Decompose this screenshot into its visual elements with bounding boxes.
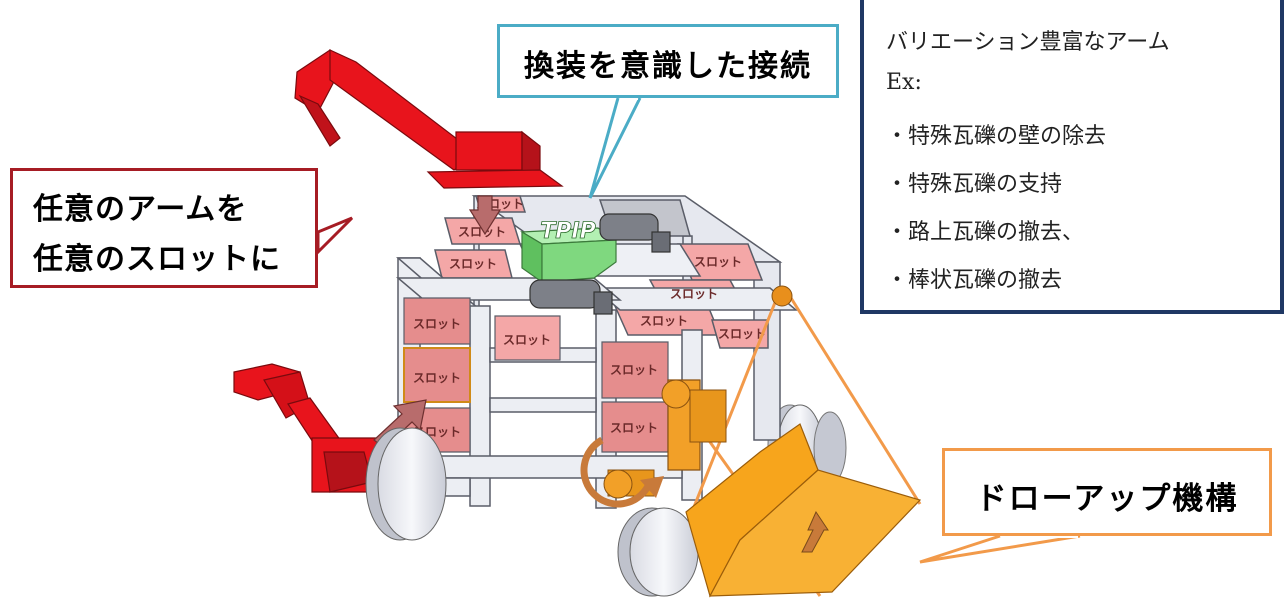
- slot-label: スロット: [610, 363, 658, 377]
- callout-tails: [314, 96, 1081, 564]
- slot-label: スロット: [670, 287, 718, 301]
- slot-label: スロット: [503, 333, 551, 347]
- drawup-callout: ドローアップ機構: [942, 448, 1272, 536]
- arm-callout-line2: 任意のスロットに: [33, 242, 281, 277]
- variation-item: ・特殊瓦礫の支持: [886, 172, 1063, 197]
- variation-item: ・特殊瓦礫の壁の除去: [886, 124, 1107, 149]
- arm-variations-box: バリエーション豊富なアーム Ex: ・特殊瓦礫の壁の除去 ・特殊瓦礫の支持 ・路…: [860, 0, 1284, 314]
- slot-label: スロット: [640, 314, 688, 328]
- slot-side-2: [403, 347, 471, 403]
- arrow-up-icon: [801, 510, 829, 553]
- front-right-wheel: [617, 507, 699, 597]
- tpip-module: TPIP: [520, 219, 618, 284]
- variation-item: ・棒状瓦礫の撤去: [886, 268, 1063, 293]
- connection-callout: 換装を意識した接続: [497, 24, 839, 98]
- front-left-wheel: [365, 427, 447, 541]
- drawup-callout-text: ドローアップ機構: [975, 481, 1239, 517]
- tpip-label: TPIP: [540, 219, 595, 244]
- rotation-arrow-icon: [580, 436, 664, 508]
- arm-callout-text: 任意のアームを 任意のスロットに: [33, 185, 281, 285]
- variations-ex-label: Ex:: [886, 70, 922, 95]
- motors: [529, 213, 671, 315]
- slot-label: スロット: [718, 327, 766, 341]
- slot-label: スロット: [413, 317, 461, 331]
- slot-label: スロット: [449, 257, 497, 271]
- arrow-down-icon: [468, 195, 502, 236]
- arm-callout: 任意のアームを 任意のスロットに: [10, 168, 318, 288]
- top-slot-labels: スロット スロット スロット スロット スロット スロット スロット: [449, 197, 766, 341]
- slot-side-4: [494, 315, 561, 361]
- lower-arm: [233, 363, 387, 493]
- slot-label: スロット: [458, 225, 506, 239]
- slot-label: スロット: [610, 421, 658, 435]
- arm-callout-line1: 任意のアームを: [33, 192, 248, 227]
- variations-title: バリエーション豊富なアーム: [886, 30, 1170, 55]
- connection-callout-text: 換装を意識した接続: [524, 49, 812, 84]
- slot-side-1: [403, 297, 471, 345]
- variation-item: ・路上瓦礫の撤去、: [886, 220, 1085, 245]
- upper-arm: [294, 49, 564, 189]
- slot-label: スロット: [413, 371, 461, 385]
- slot-label: スロット: [694, 255, 742, 269]
